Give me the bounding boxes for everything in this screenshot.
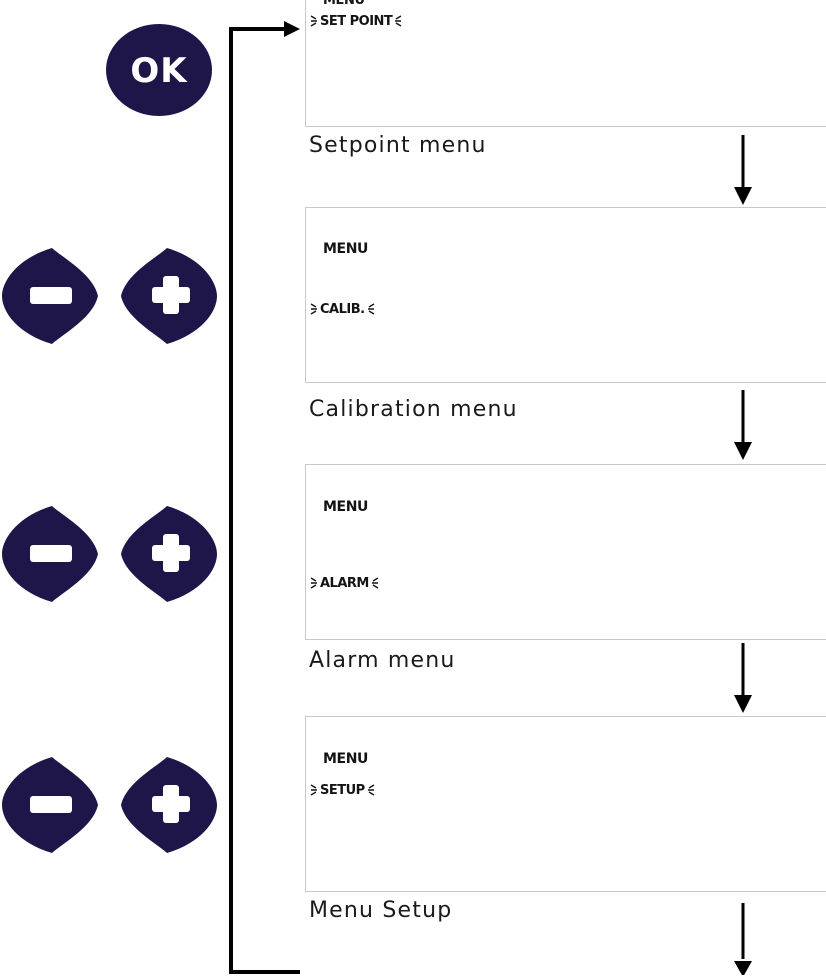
blink-right-icon — [395, 15, 402, 27]
blink-right-icon — [367, 784, 375, 796]
plus-button[interactable] — [119, 246, 219, 346]
plus-button[interactable] — [119, 504, 219, 604]
caption-alarm: Alarm menu — [309, 648, 456, 673]
menu-label: MENU — [323, 751, 368, 767]
down-arrow-icon — [734, 390, 752, 460]
lcd-screen-alarm: MENU ALARM — [305, 464, 826, 640]
minus-button[interactable] — [0, 246, 100, 346]
blink-left-icon — [310, 303, 317, 315]
down-arrow-icon — [734, 643, 752, 713]
down-arrow-icon — [734, 903, 752, 975]
menu-item-calibration: CALIB. — [310, 299, 375, 319]
blink-left-icon — [310, 15, 317, 27]
ok-button[interactable]: OK — [104, 24, 214, 120]
menu-item-alarm: ALARM — [310, 573, 379, 593]
blink-right-icon — [367, 303, 374, 315]
lcd-screen-setpoint: MENU SET POINT — [305, 0, 826, 127]
down-arrow-icon — [734, 135, 752, 205]
menu-label: MENU — [323, 499, 368, 515]
minus-button[interactable] — [0, 755, 100, 855]
blink-right-icon — [371, 577, 379, 589]
caption-calibration: Calibration menu — [309, 397, 518, 422]
minus-button[interactable] — [0, 504, 100, 604]
caption-setpoint: Setpoint menu — [309, 133, 487, 158]
menu-item-setup: SETUP — [310, 780, 375, 800]
plus-button[interactable] — [119, 755, 219, 855]
menu-label: MENU — [323, 241, 368, 257]
blink-left-icon — [310, 784, 317, 796]
menu-label: MENU — [323, 0, 365, 8]
menu-item-setpoint: SET POINT — [310, 11, 402, 31]
caption-setup: Menu Setup — [309, 898, 453, 923]
lcd-screen-calibration: MENU CALIB. — [305, 207, 826, 383]
lcd-screen-setup: MENU SETUP — [305, 716, 826, 892]
blink-left-icon — [310, 577, 317, 589]
ok-button-label: OK — [130, 51, 188, 91]
